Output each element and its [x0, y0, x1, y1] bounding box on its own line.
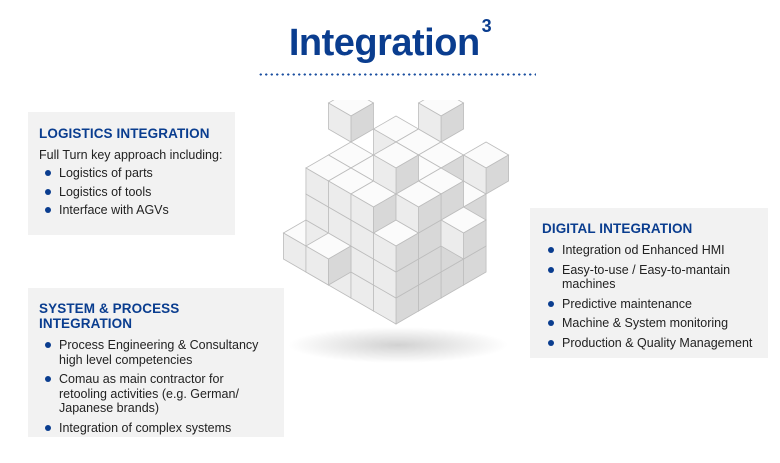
bullet-icon — [45, 170, 51, 176]
list-item: Interface with AGVs — [39, 203, 224, 218]
title-dotted-underline — [258, 73, 536, 76]
list-item: Predictive maintenance — [542, 297, 756, 312]
bullet-icon — [45, 376, 51, 382]
list-item-label: Logistics of parts — [59, 166, 153, 180]
bullet-icon — [45, 207, 51, 213]
list-item: Machine & System monitoring — [542, 316, 756, 331]
system-heading: SYSTEM & PROCESS INTEGRATION — [39, 301, 180, 331]
list-item-label: Predictive maintenance — [562, 296, 692, 311]
list-item-label: Logistics of tools — [59, 184, 152, 199]
list-item: Logistics of tools — [39, 185, 224, 200]
logistics-intro: Full Turn key approach including: — [39, 148, 223, 162]
list-item: Process Engineering & Consultancy high l… — [39, 338, 273, 367]
digital-list: Integration od Enhanced HMI Easy-to-use … — [542, 243, 756, 350]
page-title-text: Integration — [288, 22, 480, 64]
list-item-label: Integration od Enhanced HMI — [562, 243, 725, 257]
cube-blocks-icon — [282, 100, 510, 363]
system-process-integration-panel: SYSTEM & PROCESS INTEGRATION Process Eng… — [28, 288, 284, 437]
list-item: Easy-to-use / Easy-to-mantain machines — [542, 263, 756, 292]
digital-integration-panel: DIGITAL INTEGRATION Integration od Enhan… — [530, 208, 768, 358]
bullet-icon — [548, 300, 554, 307]
bullet-icon — [45, 342, 51, 348]
bullet-icon — [45, 188, 51, 195]
list-item-label: Machine & System monitoring — [562, 316, 729, 330]
list-item: Integration of complex systems — [39, 421, 273, 436]
list-item-label: Easy-to-use / Easy-to-mantain machines — [562, 262, 731, 292]
digital-heading: DIGITAL INTEGRATION — [542, 221, 693, 236]
list-item: Comau as main contractor for retooling a… — [39, 372, 273, 416]
logistics-heading: LOGISTICS INTEGRATION — [39, 126, 210, 141]
logistics-list: Logistics of parts Logistics of tools In… — [39, 166, 224, 218]
list-item-label: Process Engineering & Consultancy high l… — [59, 338, 259, 367]
list-item-label: Comau as main contractor for retooling a… — [59, 372, 239, 415]
bullet-icon — [548, 339, 554, 346]
list-item-label: Production & Quality Management — [562, 335, 753, 350]
list-item: Integration od Enhanced HMI — [542, 243, 756, 258]
list-item-label: Interface with AGVs — [59, 203, 169, 217]
bullet-icon — [548, 266, 554, 273]
bullet-icon — [548, 247, 554, 253]
list-item: Production & Quality Management — [542, 336, 756, 351]
list-item: Logistics of parts — [39, 166, 224, 181]
bullet-icon — [548, 320, 554, 326]
bullet-icon — [45, 424, 51, 431]
page-title-superscript: 3 — [481, 16, 492, 36]
system-list: Process Engineering & Consultancy high l… — [39, 338, 273, 435]
logistics-integration-panel: LOGISTICS INTEGRATION Full Turn key appr… — [28, 112, 235, 235]
list-item-label: Integration of complex systems — [59, 420, 232, 435]
